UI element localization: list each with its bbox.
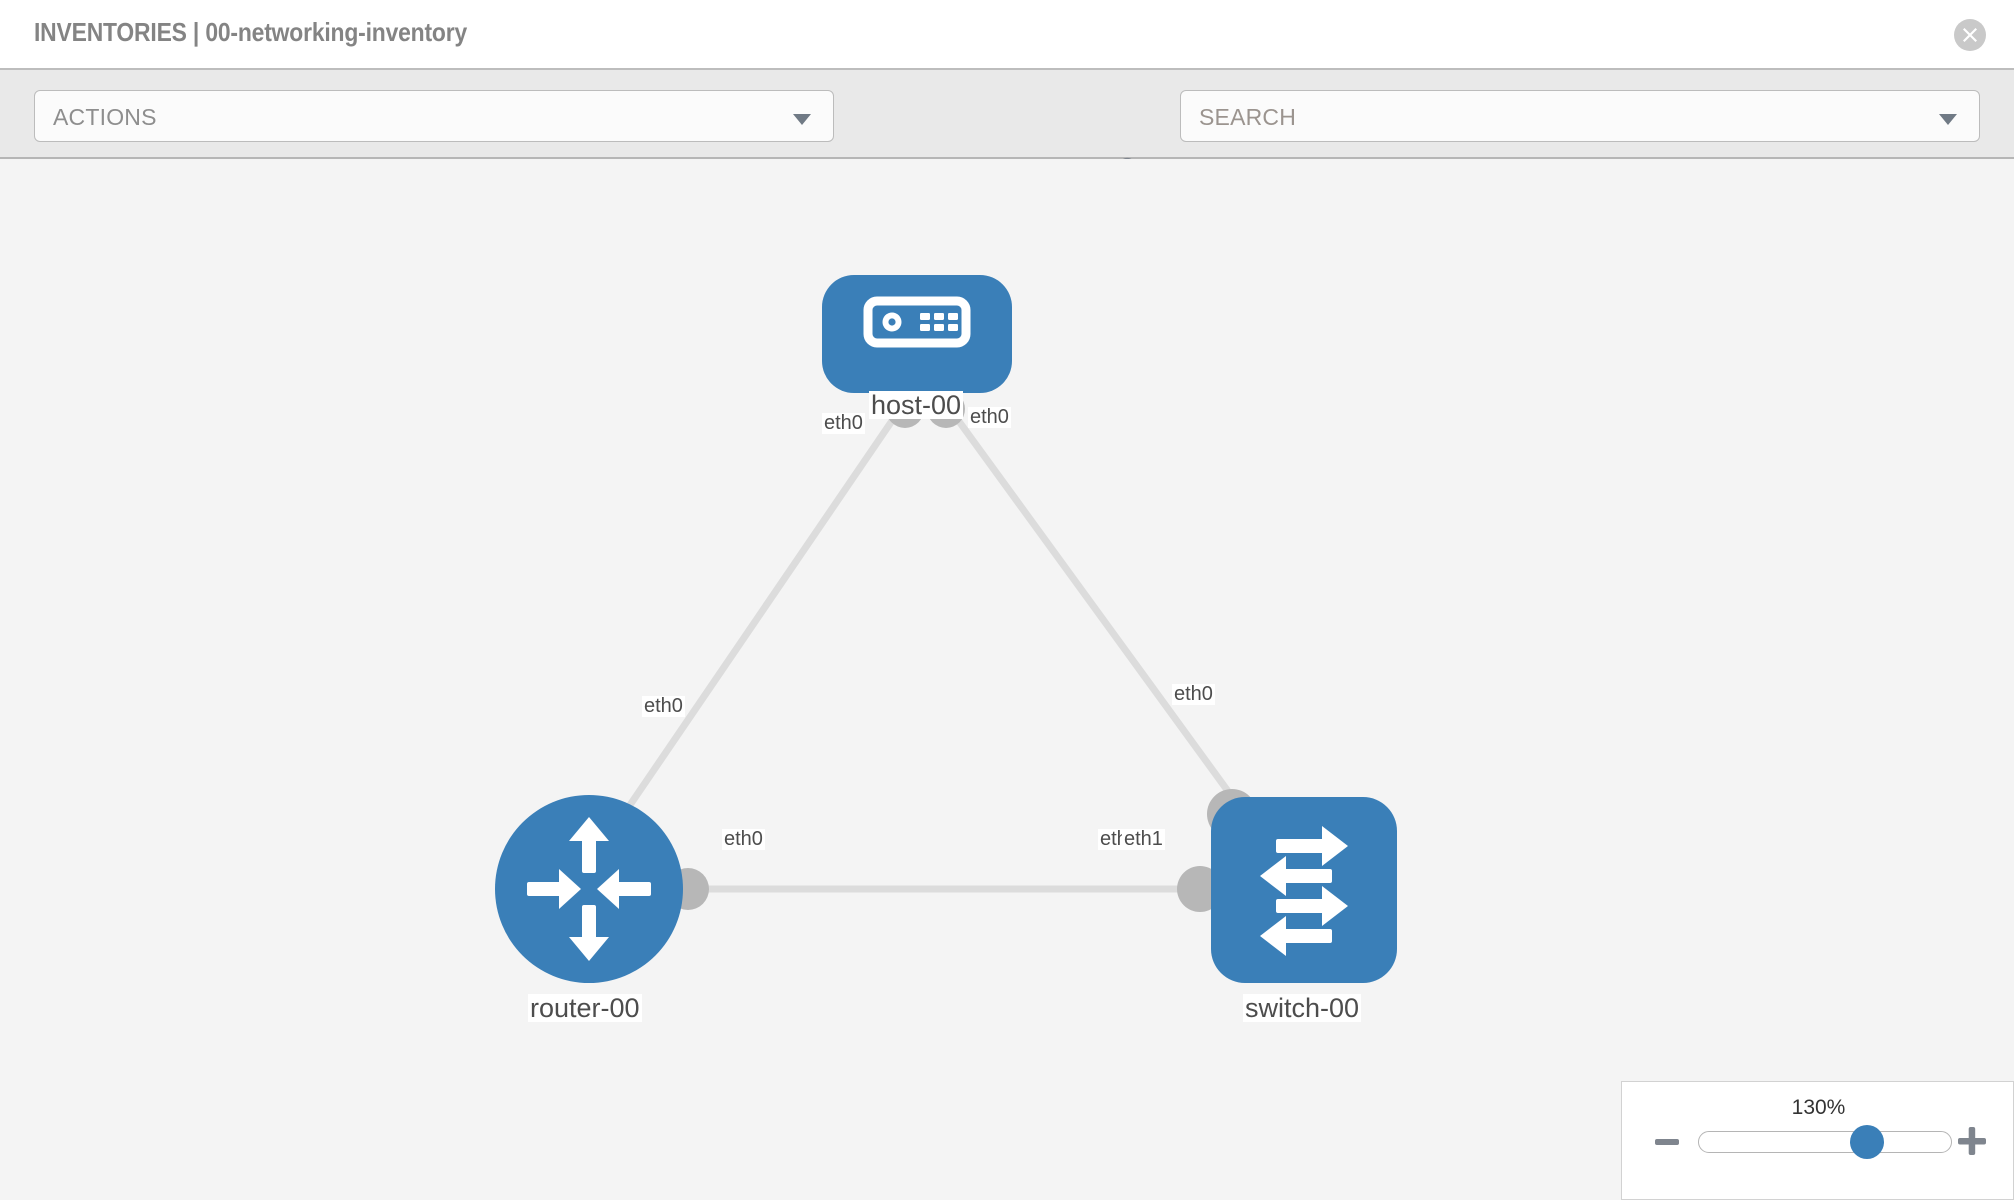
zoom-control-panel: 130% xyxy=(1621,1081,2014,1200)
node-host-00[interactable] xyxy=(822,275,1012,393)
topology-toolbar: ACTIONS SEARCH xyxy=(0,68,2014,193)
port-label-host-right: eth0 xyxy=(968,406,1011,428)
node-label-router-00: router-00 xyxy=(528,993,642,1023)
zoom-slider-track[interactable] xyxy=(1698,1131,1952,1153)
close-icon[interactable] xyxy=(1954,19,1986,51)
zoom-level-label: 130% xyxy=(1791,1096,1846,1119)
node-router-00[interactable] xyxy=(495,795,683,983)
search-input[interactable]: SEARCH xyxy=(1180,90,1980,142)
topology-canvas[interactable]: eth0 host-00 eth0 eth0 eth0 eth0 eth0 et… xyxy=(0,159,2014,1200)
port-label-router-right: eth0 xyxy=(722,828,765,850)
link-host-switch[interactable] xyxy=(947,406,1273,852)
node-switch-00[interactable] xyxy=(1211,797,1397,983)
chevron-down-icon xyxy=(793,114,811,125)
topology-links xyxy=(597,406,1273,893)
actions-dropdown-label: ACTIONS xyxy=(53,104,157,130)
node-label-host-00: host-00 xyxy=(869,390,964,420)
port-label-switch-left: eth1 xyxy=(1122,828,1165,850)
plus-icon[interactable] xyxy=(1958,1126,1986,1156)
zoom-slider-thumb[interactable] xyxy=(1850,1125,1884,1159)
search-chevron-down-icon[interactable] xyxy=(1939,114,1957,125)
port-label-switch-up: eth0 xyxy=(1172,683,1215,705)
port-label-router-up: eth0 xyxy=(642,695,685,717)
actions-dropdown[interactable]: ACTIONS xyxy=(34,90,834,142)
link-host-router[interactable] xyxy=(597,407,903,851)
port-label-host-left: eth0 xyxy=(822,412,865,434)
page-header: INVENTORIES | 00-networking-inventory xyxy=(0,0,2014,68)
minus-icon[interactable] xyxy=(1654,1129,1680,1155)
topology-graph xyxy=(495,275,1397,983)
search-placeholder: SEARCH xyxy=(1199,104,1297,130)
node-label-switch-00: switch-00 xyxy=(1243,993,1362,1023)
page-title: INVENTORIES | 00-networking-inventory xyxy=(34,17,468,47)
